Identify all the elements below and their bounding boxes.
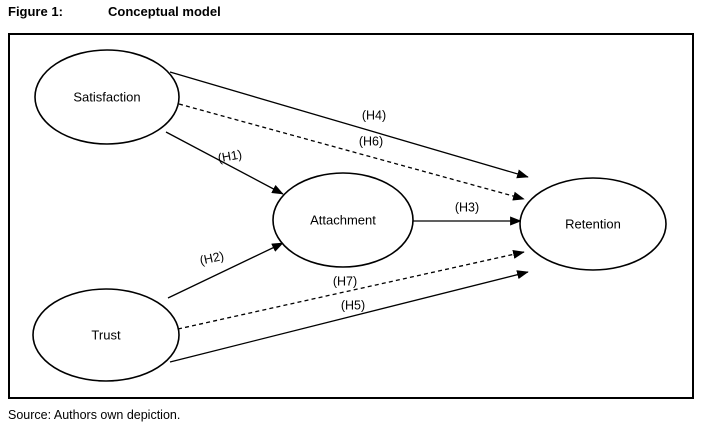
figure-caption: Figure 1: Conceptual model bbox=[8, 4, 698, 28]
figure-title: Conceptual model bbox=[108, 4, 221, 19]
figure-number: Figure 1: bbox=[8, 4, 63, 19]
figure-source-note: Source: Authors own depiction. bbox=[8, 408, 181, 422]
figure-frame-border bbox=[8, 33, 694, 399]
